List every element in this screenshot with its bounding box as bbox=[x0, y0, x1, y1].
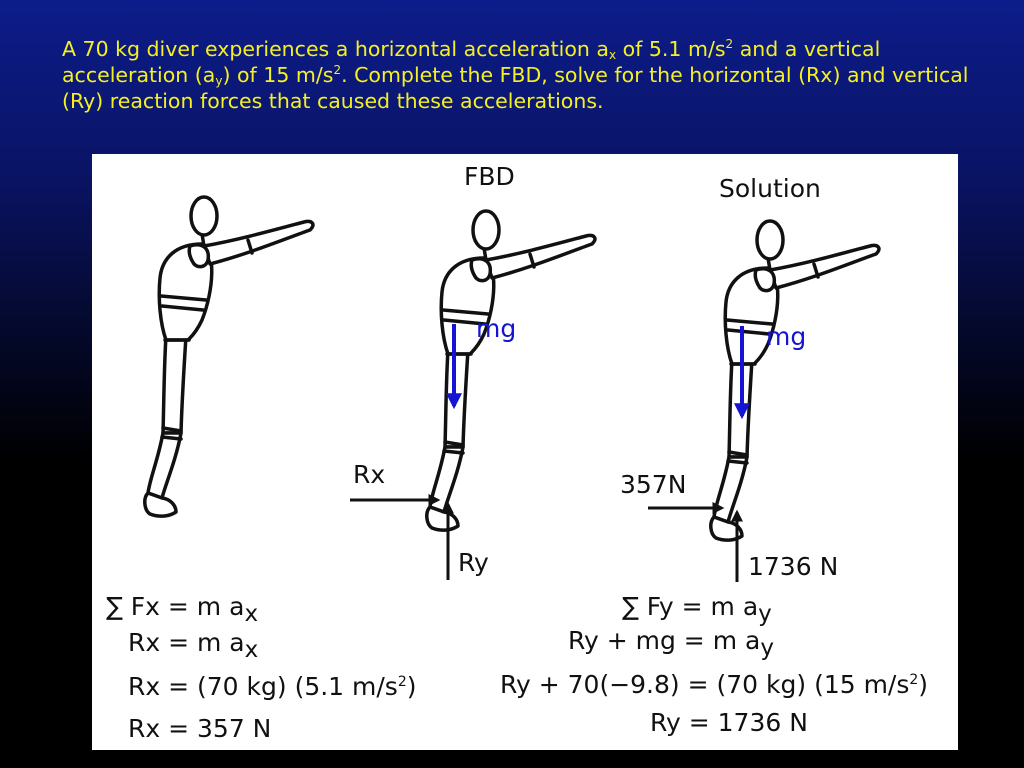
equation-line: Rx = 357 N bbox=[128, 714, 271, 744]
diver-figure-plain bbox=[143, 195, 315, 518]
subscript-y: y bbox=[215, 74, 223, 88]
equation-text: ) bbox=[406, 672, 417, 701]
diagram-panel: FBD Solution mg Rx Ry mg 357N 1736 N ∑ F… bbox=[92, 154, 958, 750]
ry-label-fbd: Ry bbox=[458, 548, 489, 577]
equation-text: ∑ Fy = m a bbox=[622, 592, 759, 621]
solution-heading: Solution bbox=[719, 174, 821, 203]
equation-text: ) bbox=[918, 670, 929, 699]
equation-subscript: y bbox=[758, 601, 772, 627]
diagram-figures bbox=[143, 195, 881, 582]
equation-line: ∑ Fx = m ax bbox=[106, 592, 258, 626]
question-part: A 70 kg diver experiences a horizontal a… bbox=[62, 37, 609, 61]
equation-text: Ry = 1736 N bbox=[650, 708, 808, 737]
superscript: 2 bbox=[333, 63, 342, 77]
equation-subscript: y bbox=[760, 635, 774, 661]
equation-line: Ry = 1736 N bbox=[650, 708, 808, 738]
equation-line: Ry + mg = m ay bbox=[568, 626, 774, 660]
equation-line: ∑ Fy = m ay bbox=[622, 592, 772, 626]
question-part: . Complete the FBD, solve for the horizo… bbox=[62, 63, 969, 113]
ry-value-solution: 1736 N bbox=[748, 552, 839, 581]
equation-line: Rx = (70 kg) (5.1 m/s2) bbox=[128, 672, 417, 702]
equation-subscript: x bbox=[244, 637, 259, 663]
weight-label-fbd: mg bbox=[476, 314, 517, 343]
subscript-x: x bbox=[608, 48, 617, 62]
equation-text: Rx = 357 N bbox=[128, 714, 272, 743]
equation-line: Rx = m ax bbox=[128, 628, 258, 662]
fbd-heading: FBD bbox=[464, 162, 515, 191]
equation-line: Ry + 70(−9.8) = (70 kg) (15 m/s2) bbox=[500, 670, 928, 700]
equation-subscript: x bbox=[244, 601, 259, 627]
diver-figure-solution bbox=[709, 219, 881, 542]
rx-label-fbd: Rx bbox=[353, 460, 386, 489]
equation-text: Rx = (70 kg) (5.1 m/s bbox=[128, 672, 398, 701]
equation-text: Ry + 70(−9.8) = (70 kg) (15 m/s bbox=[500, 670, 910, 699]
equation-superscript: 2 bbox=[397, 674, 407, 690]
equation-superscript: 2 bbox=[909, 672, 919, 688]
equation-text: Rx = m a bbox=[128, 628, 245, 657]
equation-text: Ry + mg = m a bbox=[568, 626, 761, 655]
question-text: A 70 kg diver experiences a horizontal a… bbox=[62, 36, 1002, 114]
rx-value-solution: 357N bbox=[620, 470, 687, 499]
equation-text: ∑ Fx = m a bbox=[106, 592, 245, 621]
question-part: and a vertical acceleration (a bbox=[62, 37, 881, 87]
weight-label-solution: mg bbox=[766, 322, 807, 351]
question-part: ) of 15 m/s bbox=[222, 63, 334, 87]
superscript: 2 bbox=[725, 37, 734, 51]
question-part: of 5.1 m/s bbox=[616, 37, 726, 61]
